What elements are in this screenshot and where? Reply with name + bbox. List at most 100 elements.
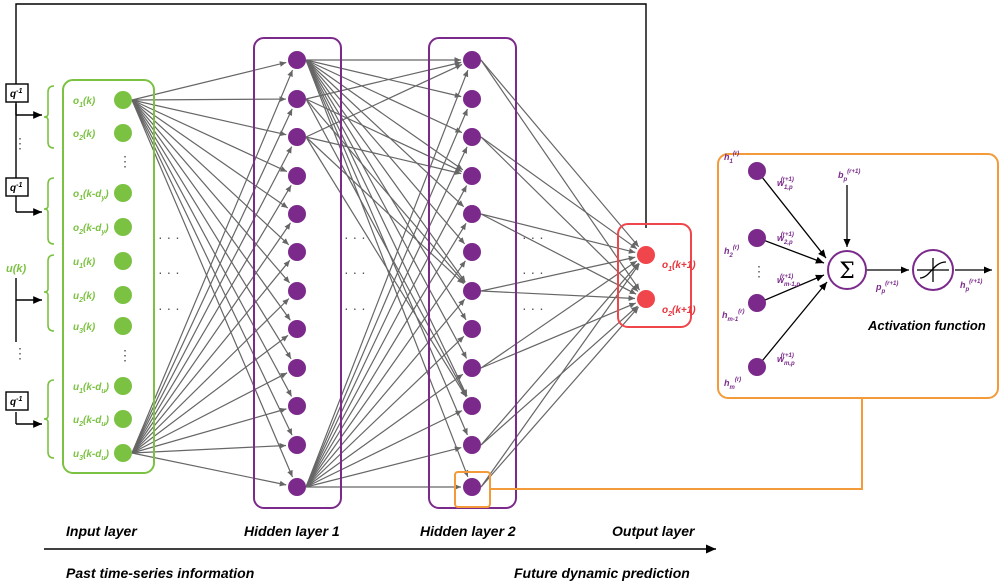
output-label-2: o2(k+1) — [662, 305, 696, 318]
svg-text:· · ·: · · · — [344, 229, 366, 245]
edge-input-hidden1 — [131, 99, 291, 321]
hidden1-node — [288, 478, 306, 496]
feedback-loop — [15, 3, 647, 428]
edge-hidden1-hidden2 — [305, 59, 463, 134]
neuron-output-label: hp(r+1) — [960, 279, 982, 293]
hidden2-node — [463, 359, 481, 377]
svg-text:· · ·: · · · — [522, 300, 544, 316]
edge-hidden2-output — [480, 306, 639, 488]
h-input-label-1: h1(r) — [724, 151, 739, 165]
output-node — [637, 290, 655, 308]
pre-activation-label: pp(r+1) — [875, 281, 898, 295]
edge-input-hidden1 — [131, 146, 293, 454]
edge-hidden1-hidden2 — [305, 98, 463, 173]
neuron-detail-box — [717, 153, 999, 399]
input-node-label: u3(k-du) — [73, 449, 110, 462]
hidden2-node — [463, 128, 481, 146]
hidden-layer-1-box — [253, 37, 342, 509]
neuron-input-node-3 — [748, 294, 766, 312]
input-node — [114, 286, 132, 304]
hidden2-node — [463, 167, 481, 185]
hidden2-node — [463, 282, 481, 300]
hidden1-node — [288, 397, 306, 415]
edge-input-hidden1 — [131, 99, 291, 284]
hidden1-node — [288, 320, 306, 338]
network-nodes — [114, 51, 655, 496]
hidden2-node — [463, 478, 481, 496]
hidden2-node — [463, 51, 481, 69]
hidden1-node — [288, 51, 306, 69]
input-node-label: u1(k) — [73, 257, 96, 270]
output-node — [637, 246, 655, 264]
input-node-labels: o1(k)o2(k)o1(k-dy)o2(k-dy)u1(k)u2(k)u3(k… — [73, 96, 110, 462]
edge-input-hidden1 — [131, 298, 290, 454]
edge-hidden1-hidden2 — [305, 59, 468, 397]
edge-input-hidden1 — [131, 96, 287, 102]
edge-hidden2-output — [480, 59, 641, 291]
input-node — [114, 184, 132, 202]
edge-hidden1-hidden2 — [305, 410, 463, 488]
edge-hidden1-hidden2 — [305, 136, 465, 285]
edge-hidden2-output — [480, 263, 640, 488]
input-node-label: o2(k-dy) — [73, 223, 109, 236]
edge-input-hidden1 — [131, 99, 293, 436]
edge-hidden1-hidden2 — [305, 59, 468, 359]
edge-hidden1-hidden2 — [305, 59, 467, 321]
edge-hidden1-hidden2 — [305, 59, 466, 245]
edge-input-hidden1 — [131, 69, 294, 454]
hidden1-node — [288, 167, 306, 185]
input-node — [114, 252, 132, 270]
edge-hidden2-output — [480, 136, 638, 250]
hidden-layer-2-caption: Hidden layer 2 — [420, 523, 516, 539]
edge-input-hidden1 — [131, 99, 287, 137]
hidden2-node — [463, 320, 481, 338]
summation-node — [827, 250, 867, 290]
hidden2-node — [463, 205, 481, 223]
edge-input-hidden1 — [131, 222, 292, 454]
weight-label-1: w1,p(r+1) — [777, 177, 794, 191]
edge-hidden1-hidden2 — [305, 136, 467, 398]
edge-hidden1-hidden2 — [305, 69, 469, 488]
edge-hidden2-output — [480, 213, 637, 295]
input-node-label: u2(k) — [73, 291, 96, 304]
input-node — [114, 317, 132, 335]
edge-hidden1-hidden2 — [305, 63, 463, 138]
edge-hidden1-hidden2 — [305, 446, 462, 488]
edge-input-hidden1 — [131, 259, 291, 454]
edge-hidden1-hidden2 — [305, 146, 468, 488]
hidden1-node — [288, 90, 306, 108]
hidden1-node — [288, 359, 306, 377]
svg-text:· · ·: · · · — [522, 229, 544, 245]
edge-hidden1-hidden2 — [305, 185, 468, 488]
delay-block-1: q-1 — [5, 83, 29, 103]
h-input-label-4: hm(r) — [724, 377, 741, 391]
edge-input-hidden1 — [131, 99, 293, 397]
edge-hidden1-hidden2 — [305, 373, 464, 488]
delay-block-3: q-1 — [5, 391, 29, 411]
delay-block-2: q-1 — [5, 177, 29, 197]
sum-symbol: Σ — [839, 259, 855, 284]
edge-hidden1-hidden2 — [305, 136, 462, 175]
input-node-label: u2(k-du) — [73, 415, 110, 428]
edge-hidden2-output — [480, 262, 640, 446]
edge-hidden2-output — [480, 302, 637, 369]
hidden1-node — [288, 205, 306, 223]
edge-hidden1-hidden2 — [305, 335, 465, 488]
edge-input-hidden1 — [131, 99, 288, 173]
edge-input-hidden1 — [131, 108, 293, 454]
bias-label: bp(r+1) — [838, 169, 860, 183]
svg-text:· · ·: · · · — [158, 264, 180, 280]
edge-input-hidden1 — [131, 452, 287, 487]
input-node — [114, 377, 132, 395]
edge-input-hidden1 — [131, 99, 290, 246]
external-input-label: u(k) — [6, 263, 27, 275]
edge-input-hidden1 — [131, 372, 288, 454]
activation-function-caption: Activation function — [867, 318, 986, 333]
input-node — [114, 410, 132, 428]
edge-input-hidden1 — [131, 185, 292, 454]
edge-hidden1-hidden2 — [305, 61, 462, 100]
hidden1-node — [288, 282, 306, 300]
svg-text:q-1: q-1 — [10, 182, 22, 194]
edge-hidden1-hidden2 — [305, 98, 468, 397]
neuron-input-ellipsis: ⋮ — [752, 263, 766, 279]
